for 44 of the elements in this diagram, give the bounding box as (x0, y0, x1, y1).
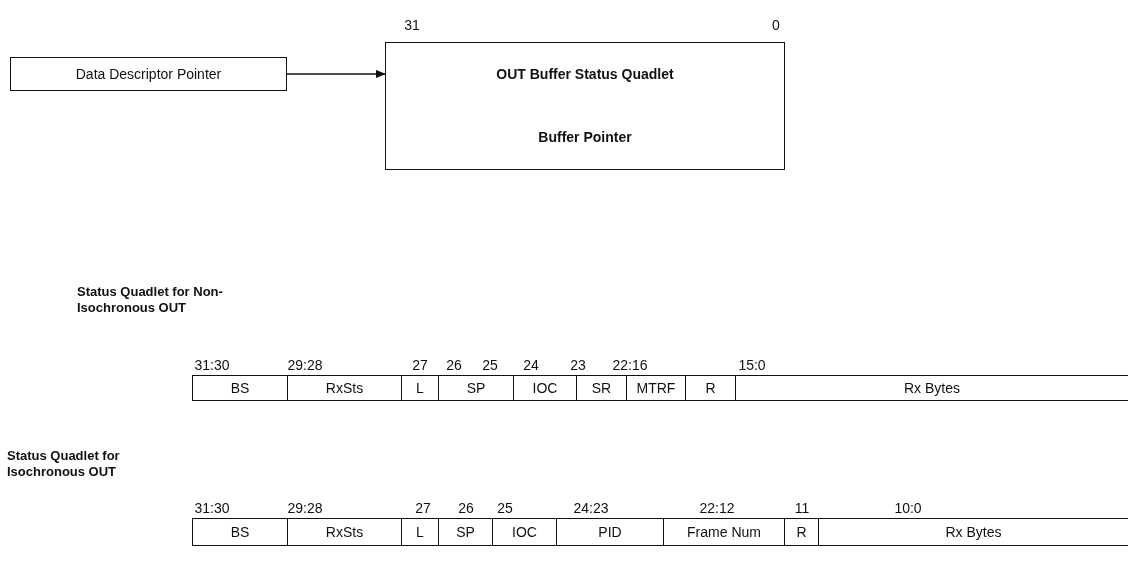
field-cell: SR (577, 375, 627, 401)
pointer-box: Data Descriptor Pointer (10, 57, 287, 91)
bit-number: 0 (772, 17, 780, 33)
bit-number: 26 (458, 500, 474, 516)
field-cell: R (686, 375, 736, 401)
table-heading: Status Quadlet for Non-Isochronous OUT (77, 284, 224, 316)
bit-number: 26 (446, 357, 462, 373)
field-cell: PID (557, 518, 664, 546)
field-cell: Rx Bytes (819, 518, 1128, 546)
field-cell: Rx Bytes (736, 375, 1128, 401)
bit-number: 25 (497, 500, 513, 516)
bit-number: 11 (794, 500, 810, 516)
field-cell: SP (439, 518, 493, 546)
field-cell: BS (192, 375, 288, 401)
field-cell: SP (439, 375, 514, 401)
bit-number: 31:30 (194, 500, 230, 516)
bit-number: 27 (415, 500, 431, 516)
field-cell: IOC (493, 518, 557, 546)
buffer-pointer-row: Buffer Pointer (385, 104, 785, 170)
bit-number: 22:16 (612, 357, 648, 373)
bit-number: 31 (404, 17, 420, 33)
bit-number: 23 (570, 357, 586, 373)
field-cell: Frame Num (664, 518, 785, 546)
bit-number: 31:30 (194, 357, 230, 373)
bit-number: 29:28 (287, 357, 323, 373)
field-cell: MTRF (627, 375, 686, 401)
bit-number: 15:0 (738, 357, 766, 373)
bit-number: 22:12 (699, 500, 735, 516)
bit-number: 24:23 (573, 500, 609, 516)
field-cell: L (402, 375, 439, 401)
arrow (286, 70, 386, 78)
bit-number: 24 (523, 357, 539, 373)
bit-number: 27 (412, 357, 428, 373)
bit-number: 29:28 (287, 500, 323, 516)
bit-number: 25 (482, 357, 498, 373)
table-heading: Status Quadlet for Isochronous OUT (7, 448, 121, 480)
field-cell: RxSts (288, 375, 402, 401)
field-cell: L (402, 518, 439, 546)
status-quadlet-row: OUT Buffer Status Quadlet (385, 42, 785, 105)
field-cell: BS (192, 518, 288, 546)
bit-number: 10:0 (894, 500, 922, 516)
field-cell: IOC (514, 375, 577, 401)
field-cell: R (785, 518, 819, 546)
field-cell: RxSts (288, 518, 402, 546)
